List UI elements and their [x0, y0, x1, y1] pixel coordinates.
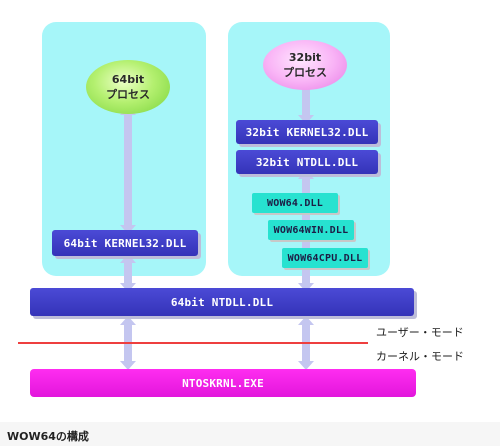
kernel-mode-label: カーネル・モード — [376, 350, 464, 363]
kernel32-32-module: 32bit KERNEL32.DLL — [236, 120, 378, 144]
wow64win-dll-module: WOW64WIN.DLL — [268, 220, 354, 240]
ntdll-64-module: 64bit NTDLL.DLL — [30, 288, 414, 316]
wow64-diagram: 64bit プロセス 32bit プロセス 64bit KERNEL32.DLL… — [18, 22, 464, 397]
process-64-ellipse: 64bit プロセス — [86, 60, 170, 114]
kernel32-64-module: 64bit KERNEL32.DLL — [52, 230, 198, 256]
user-kernel-boundary-line — [18, 342, 368, 344]
process-32-line2: プロセス — [283, 66, 327, 79]
arrow-32-process-to-kernel32 — [298, 80, 314, 124]
process-64-line2: プロセス — [106, 88, 150, 101]
arrow-64-kernel32-to-ntdll — [120, 254, 136, 292]
ntoskrnl-module: NTOSKRNL.EXE — [30, 369, 416, 397]
process-32-line1: 32bit — [288, 51, 322, 64]
wow64-dll-module: WOW64.DLL — [252, 193, 338, 213]
wow64cpu-dll-module: WOW64CPU.DLL — [282, 248, 368, 268]
process-64-line1: 64bit — [111, 73, 145, 86]
ntdll-32-module: 32bit NTDLL.DLL — [236, 150, 378, 174]
arrow-64-process-to-kernel32 — [120, 106, 136, 234]
figure-caption: WOW64の構成 — [7, 430, 89, 443]
user-mode-label: ユーザー・モード — [376, 326, 464, 339]
process-32-ellipse: 32bit プロセス — [263, 40, 347, 90]
